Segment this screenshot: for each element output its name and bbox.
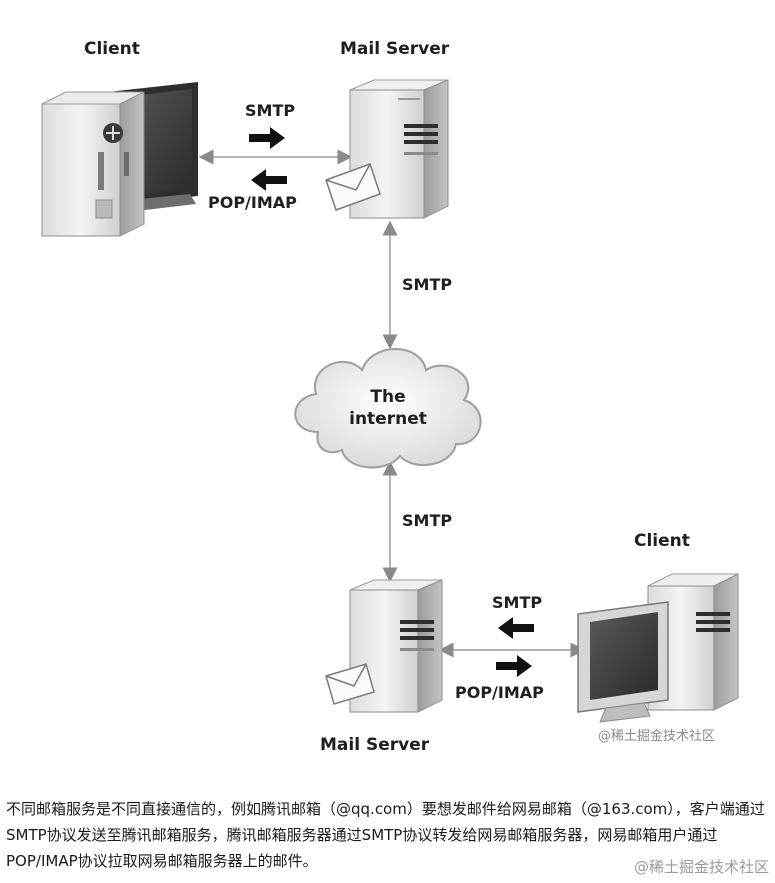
bottom-client-label: Client (634, 531, 690, 551)
bottom-right-arrow-icon (496, 655, 532, 677)
upper-smtp-label: SMTP (402, 275, 452, 294)
image-watermark: @稀土掘金技术社区 (598, 728, 715, 744)
top-envelope-icon (325, 163, 381, 211)
top-client-label: Client (84, 39, 140, 59)
bottom-server-label: Mail Server (320, 735, 430, 755)
caption-paragraph: 不同邮箱服务是不同直接通信的，例如腾讯邮箱（@qq.com）要想发邮件给网易邮箱… (6, 800, 765, 870)
top-left-arrow-icon (251, 169, 287, 191)
top-server-label: Mail Server (340, 39, 450, 59)
top-smtp-label: SMTP (245, 101, 295, 120)
bottom-pop-label: POP/IMAP (455, 683, 544, 702)
bottom-client-computer-icon (577, 573, 739, 723)
mail-flow-diagram: Client Mail Server SMTP POP/IMAP SMTP Th… (41, 39, 739, 755)
internet-cloud-icon (294, 348, 482, 469)
cloud-label-line2: internet (349, 409, 427, 429)
top-right-arrow-icon (249, 127, 285, 149)
lower-smtp-label: SMTP (402, 511, 452, 530)
bottom-smtp-label: SMTP (492, 593, 542, 612)
top-client-computer-icon (41, 82, 198, 237)
cloud-label-line1: The (370, 387, 405, 407)
top-pop-label: POP/IMAP (208, 193, 297, 212)
bottom-envelope-icon (325, 663, 375, 705)
bottom-left-arrow-icon (498, 617, 534, 639)
top-mail-server-icon (325, 79, 449, 219)
page-watermark: @稀土掘金技术社区 (633, 858, 769, 876)
bottom-mail-server-icon (325, 579, 443, 713)
